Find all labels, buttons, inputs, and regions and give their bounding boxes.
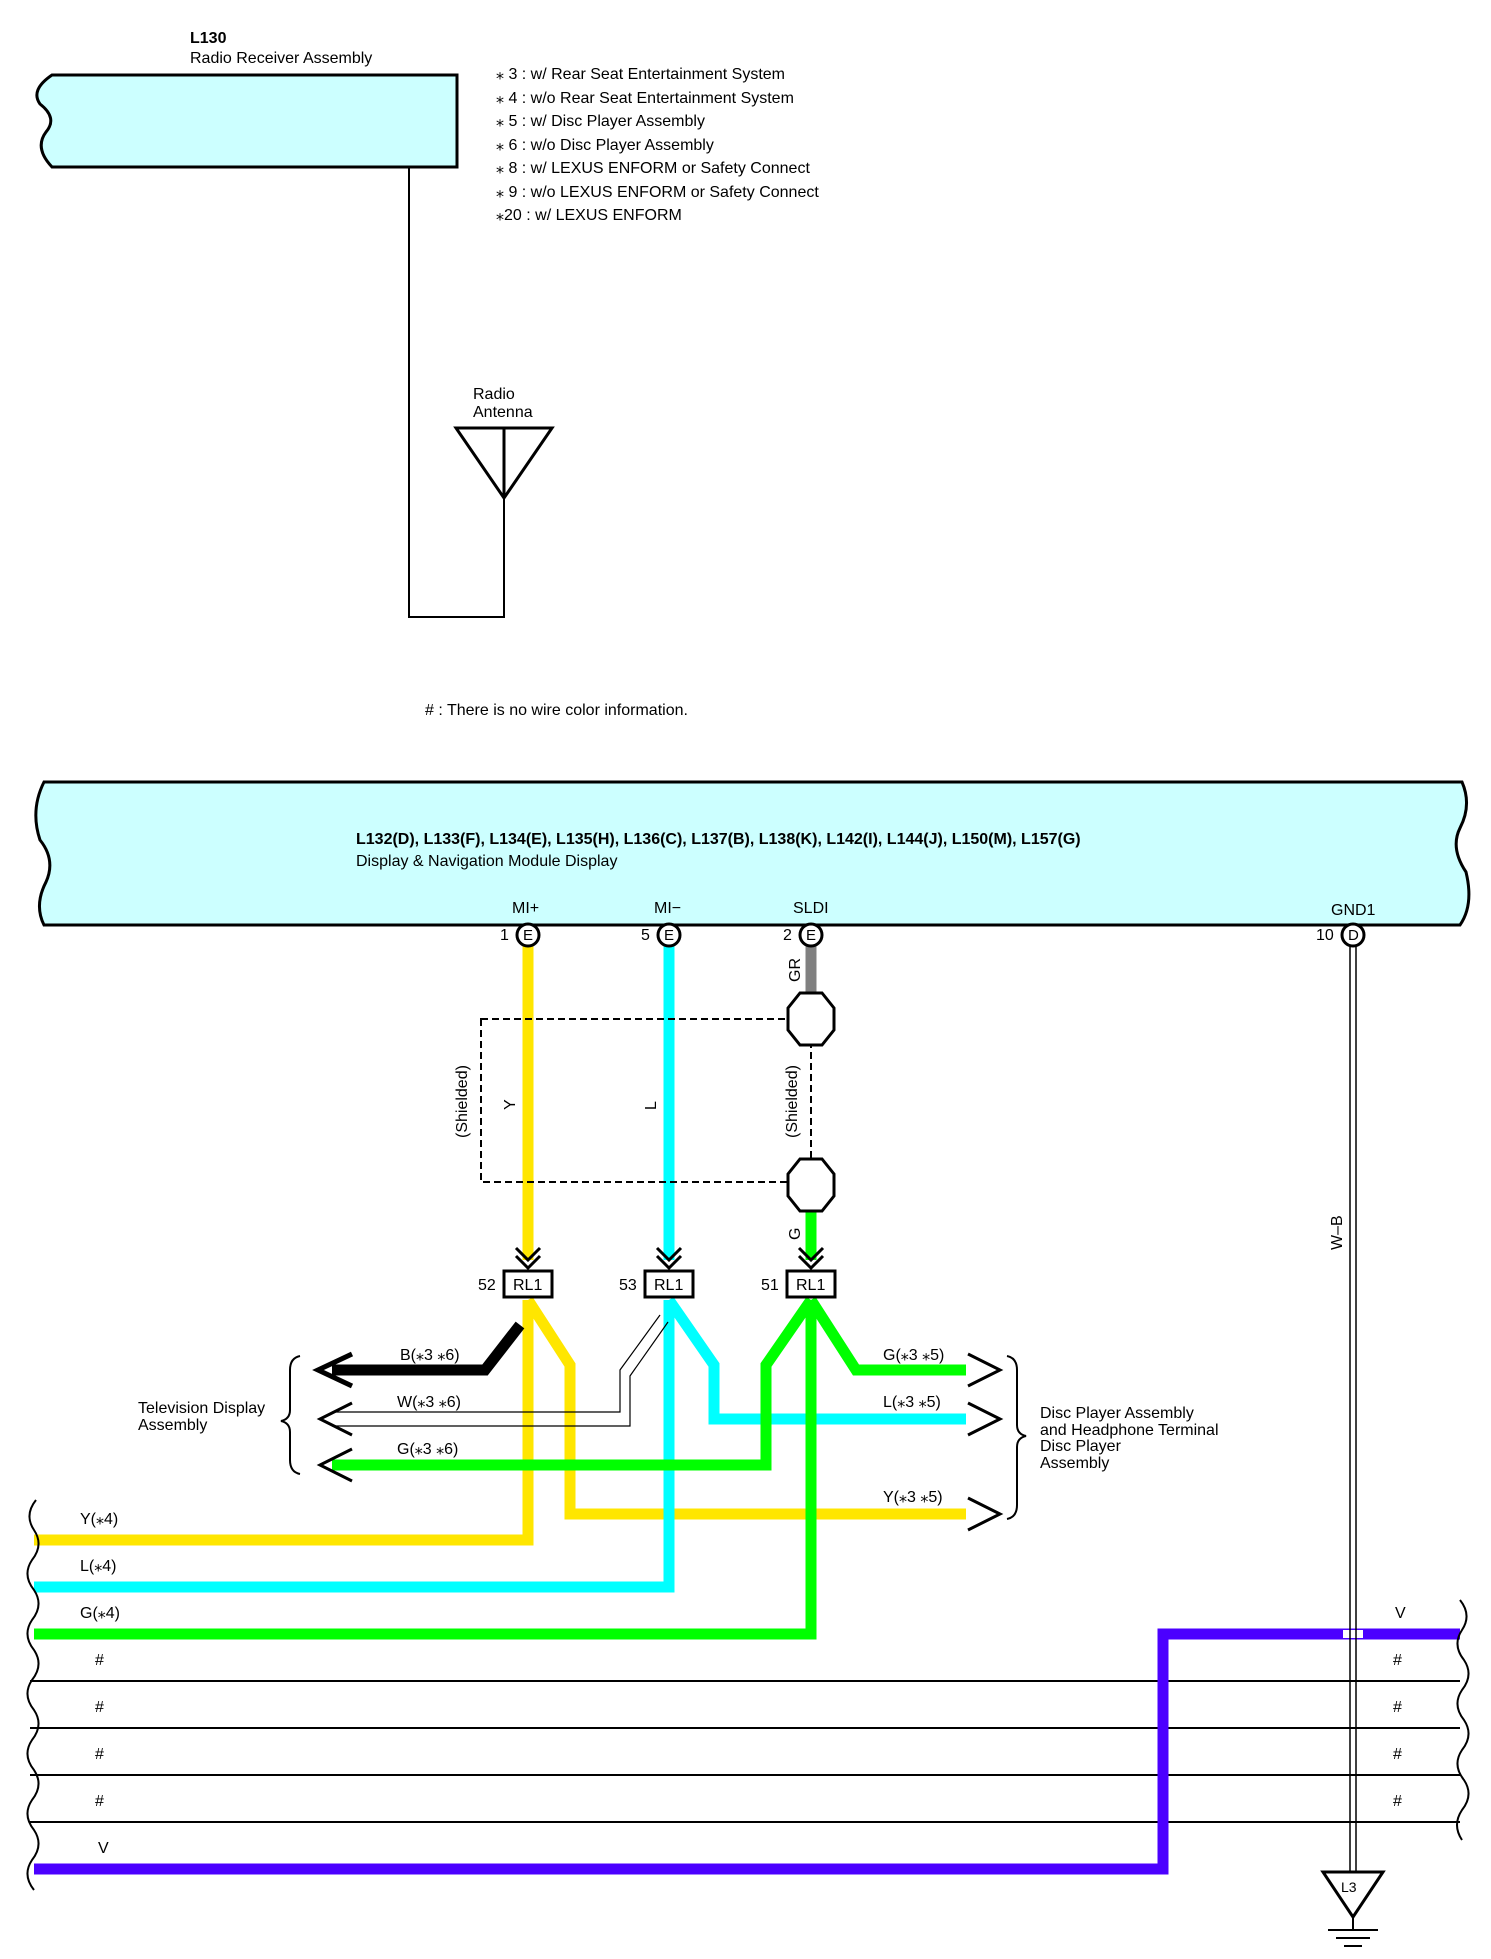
- wire-yellow-mi-plus: [34, 946, 966, 1546]
- bus-label-right: #: [1393, 1746, 1402, 1763]
- note-item: ⁎ 4 : w/o Rear Seat Entertainment System: [496, 90, 794, 107]
- wire-wb-ground: [1343, 946, 1363, 1872]
- bus-label: #: [95, 1746, 104, 1763]
- shield-box: [480, 991, 836, 1213]
- wire-label-wb: W–B: [1329, 1215, 1346, 1250]
- splice-octagon-bottom: [786, 1157, 836, 1213]
- radio-receiver-name: Radio Receiver Assembly: [190, 50, 372, 67]
- bus-label: #: [95, 1652, 104, 1669]
- splice-octagon-top: [786, 991, 836, 1047]
- pin-conn-letter: E: [806, 927, 816, 944]
- pin-signal-gnd1: GND1: [1331, 902, 1376, 919]
- shielded-label-left: (Shielded): [454, 1065, 471, 1138]
- display-navigation-module: L132(D), L133(F), L134(E), L135(H), L136…: [34, 780, 1471, 927]
- note-item: ⁎ 9 : w/o LEXUS ENFORM or Safety Connect: [496, 184, 819, 201]
- wire-label-l: L: [643, 1101, 660, 1110]
- break-mark-right: [1456, 1599, 1470, 1841]
- tv-brace: [280, 1355, 301, 1475]
- break-mark-left: [26, 1499, 40, 1891]
- wire-label-gr: GR: [787, 958, 804, 982]
- bus-label: L(⁎4): [80, 1558, 116, 1575]
- pin-connectors: E E E D 1 5 2 10: [500, 922, 1366, 948]
- wire-black-b: [332, 1321, 525, 1376]
- pin-signal-mi-plus: MI+: [512, 900, 539, 917]
- relay-num: 52: [478, 1277, 496, 1294]
- pin-conn-letter: E: [523, 927, 533, 944]
- relay-num: 53: [619, 1277, 637, 1294]
- tv-wire-label: G(⁎3 ⁎6): [397, 1441, 458, 1458]
- bus-unknown-lines: [30, 1680, 1460, 1823]
- bus-label-right: V: [1395, 1605, 1406, 1622]
- relay-label: RL1: [654, 1277, 683, 1294]
- bus-label: V: [98, 1840, 109, 1857]
- wire-white-w: [332, 1314, 669, 1427]
- chevrons: [514, 1246, 825, 1271]
- pin-num: 1: [500, 927, 509, 944]
- bus-label: #: [95, 1793, 104, 1810]
- relay-connectors: RL1 RL1 RL1 52 53 51: [478, 1269, 837, 1299]
- note-item: ⁎ 6 : w/o Disc Player Assembly: [496, 137, 714, 154]
- note-item: ⁎20 : w/ LEXUS ENFORM: [496, 207, 682, 224]
- note-item: ⁎ 8 : w/ LEXUS ENFORM or Safety Connect: [496, 160, 810, 177]
- no-color-note: # : There is no wire color information.: [425, 702, 688, 719]
- bus-label: Y(⁎4): [80, 1511, 118, 1528]
- wire-cyan-mi-minus: [34, 946, 966, 1593]
- bus-label-right: #: [1393, 1793, 1402, 1810]
- disc-wire-label: Y(⁎3 ⁎5): [883, 1489, 943, 1506]
- disc-wire-label: G(⁎3 ⁎5): [883, 1347, 944, 1364]
- radio-receiver-id: L130: [190, 30, 227, 47]
- shielded-label-right: (Shielded): [784, 1065, 801, 1138]
- pin-signal-mi-minus: MI−: [654, 900, 681, 917]
- pin-conn-letter: E: [664, 927, 674, 944]
- pin-num: 10: [1316, 927, 1334, 944]
- radio-receiver-assembly: L130 Radio Receiver Assembly: [35, 30, 459, 169]
- bus-label-right: #: [1393, 1699, 1402, 1716]
- disc-player-label-line2: and Headphone Terminal: [1040, 1422, 1219, 1439]
- bus-label-right: #: [1393, 1652, 1402, 1669]
- note-item: ⁎ 5 : w/ Disc Player Assembly: [496, 113, 705, 130]
- bus-label: G(⁎4): [80, 1605, 120, 1622]
- wire-label-y: Y: [502, 1099, 519, 1110]
- disc-arrows: [967, 1352, 1004, 1532]
- bus-label: #: [95, 1699, 104, 1716]
- disc-player-label-line1: Disc Player Assembly: [1040, 1405, 1194, 1422]
- display-module-name: Display & Navigation Module Display: [356, 853, 617, 870]
- note-item: ⁎ 3 : w/ Rear Seat Entertainment System: [496, 66, 785, 83]
- wire-label-g: G: [787, 1228, 804, 1240]
- antenna-label-line2: Antenna: [473, 404, 533, 421]
- pin-num: 2: [783, 927, 792, 944]
- pin-conn-letter: D: [1348, 927, 1359, 944]
- relay-label: RL1: [513, 1277, 542, 1294]
- ground-id: L3: [1341, 1879, 1357, 1895]
- tv-arrows: [312, 1351, 354, 1483]
- antenna-label-line1: Radio: [473, 386, 515, 403]
- disc-brace: [1006, 1355, 1027, 1520]
- disc-player-label-line4: Assembly: [1040, 1455, 1109, 1472]
- tv-wire-label: W(⁎3 ⁎6): [397, 1394, 461, 1411]
- radio-antenna: Radio Antenna: [408, 167, 555, 618]
- disc-wire-label: L(⁎3 ⁎5): [883, 1394, 941, 1411]
- tv-wire-label: B(⁎3 ⁎6): [400, 1347, 460, 1364]
- wire-green-sldi: [34, 1203, 966, 1640]
- wire-violet-v: [34, 1628, 1460, 1875]
- display-module-ids: L132(D), L133(F), L134(E), L135(H), L136…: [356, 831, 1081, 848]
- disc-player-label-line3: Disc Player: [1040, 1438, 1122, 1455]
- pin-num: 5: [641, 927, 650, 944]
- relay-num: 51: [761, 1277, 779, 1294]
- pin-signal-sldi: SLDI: [793, 900, 829, 917]
- notes-list: ⁎ 3 : w/ Rear Seat Entertainment System …: [496, 66, 819, 224]
- tv-display-label-line1: Television Display: [138, 1400, 265, 1417]
- tv-display-label-line2: Assembly: [138, 1417, 207, 1434]
- ground-l3: L3: [1320, 1870, 1386, 1947]
- relay-label: RL1: [796, 1277, 825, 1294]
